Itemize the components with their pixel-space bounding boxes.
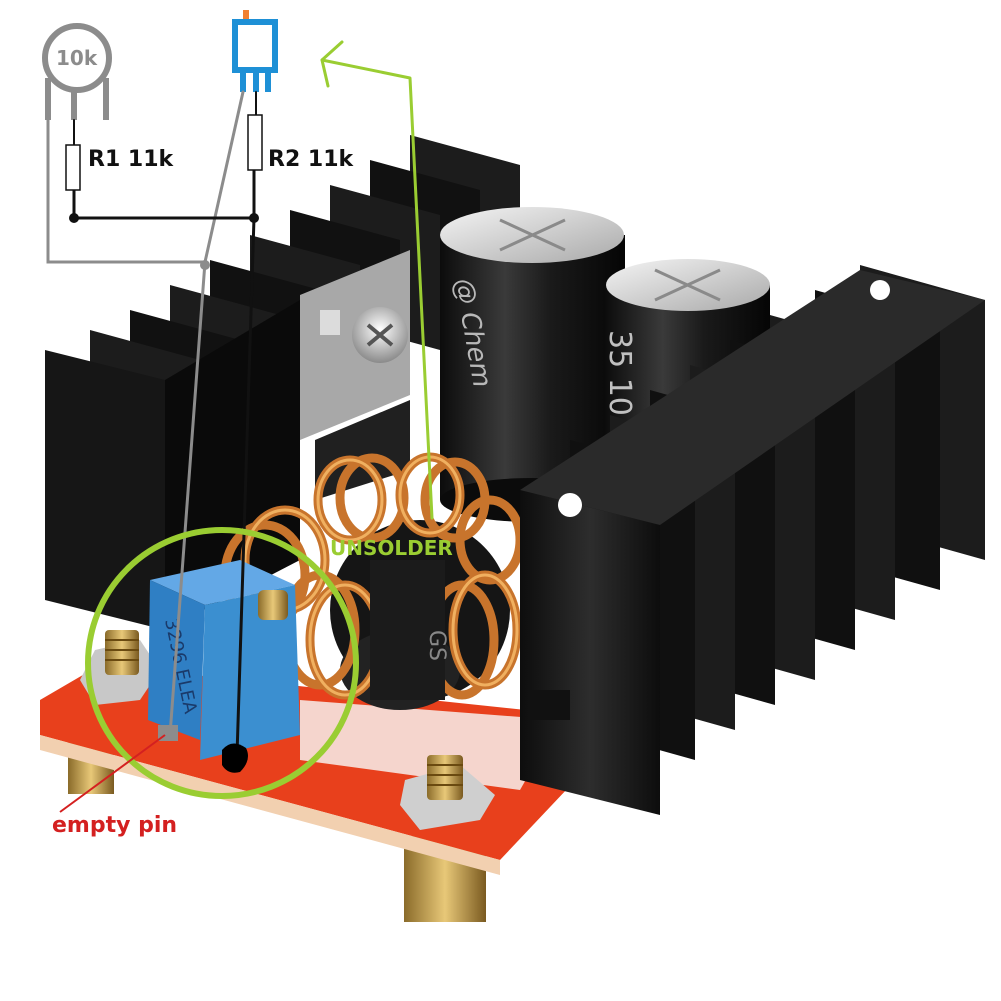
smd-component [530,690,570,720]
heatsink-back [45,135,520,630]
screw-bottom [400,755,495,830]
svg-text:GS: GS [424,630,449,661]
potentiometer-symbol-icon [42,23,112,120]
schematic-wires [46,90,257,757]
thermistor-symbol-icon [232,10,278,92]
resistor-symbol-icon [65,144,81,191]
solder-blob [222,743,248,773]
unsolder-label: UNSOLDER [330,536,453,560]
schematic-overlay: 10k R1 11k R2 11k [42,10,453,838]
screw-left [80,630,160,705]
inductor: GS [220,452,525,710]
highlight-circle [85,527,359,799]
empty-pin-label: empty pin [52,813,177,838]
pot-label: 10k [56,46,98,70]
resistor-symbol-icon [247,114,263,171]
svg-text:35 10: 35 10 [602,330,637,416]
pcb-white-silk [300,700,560,790]
pcb-edge [40,735,500,875]
empty-pin-pointer [59,734,166,813]
heatsink-front [520,265,985,815]
wire-junction [249,213,259,223]
wire-junction [200,260,210,270]
wire-junction [69,213,79,223]
r2-label: R2 11k [268,147,355,172]
r1-label: R1 11k [88,147,175,172]
unsolder-arrow [320,40,434,520]
module-photo: @ Chem 35 10 [40,135,985,922]
